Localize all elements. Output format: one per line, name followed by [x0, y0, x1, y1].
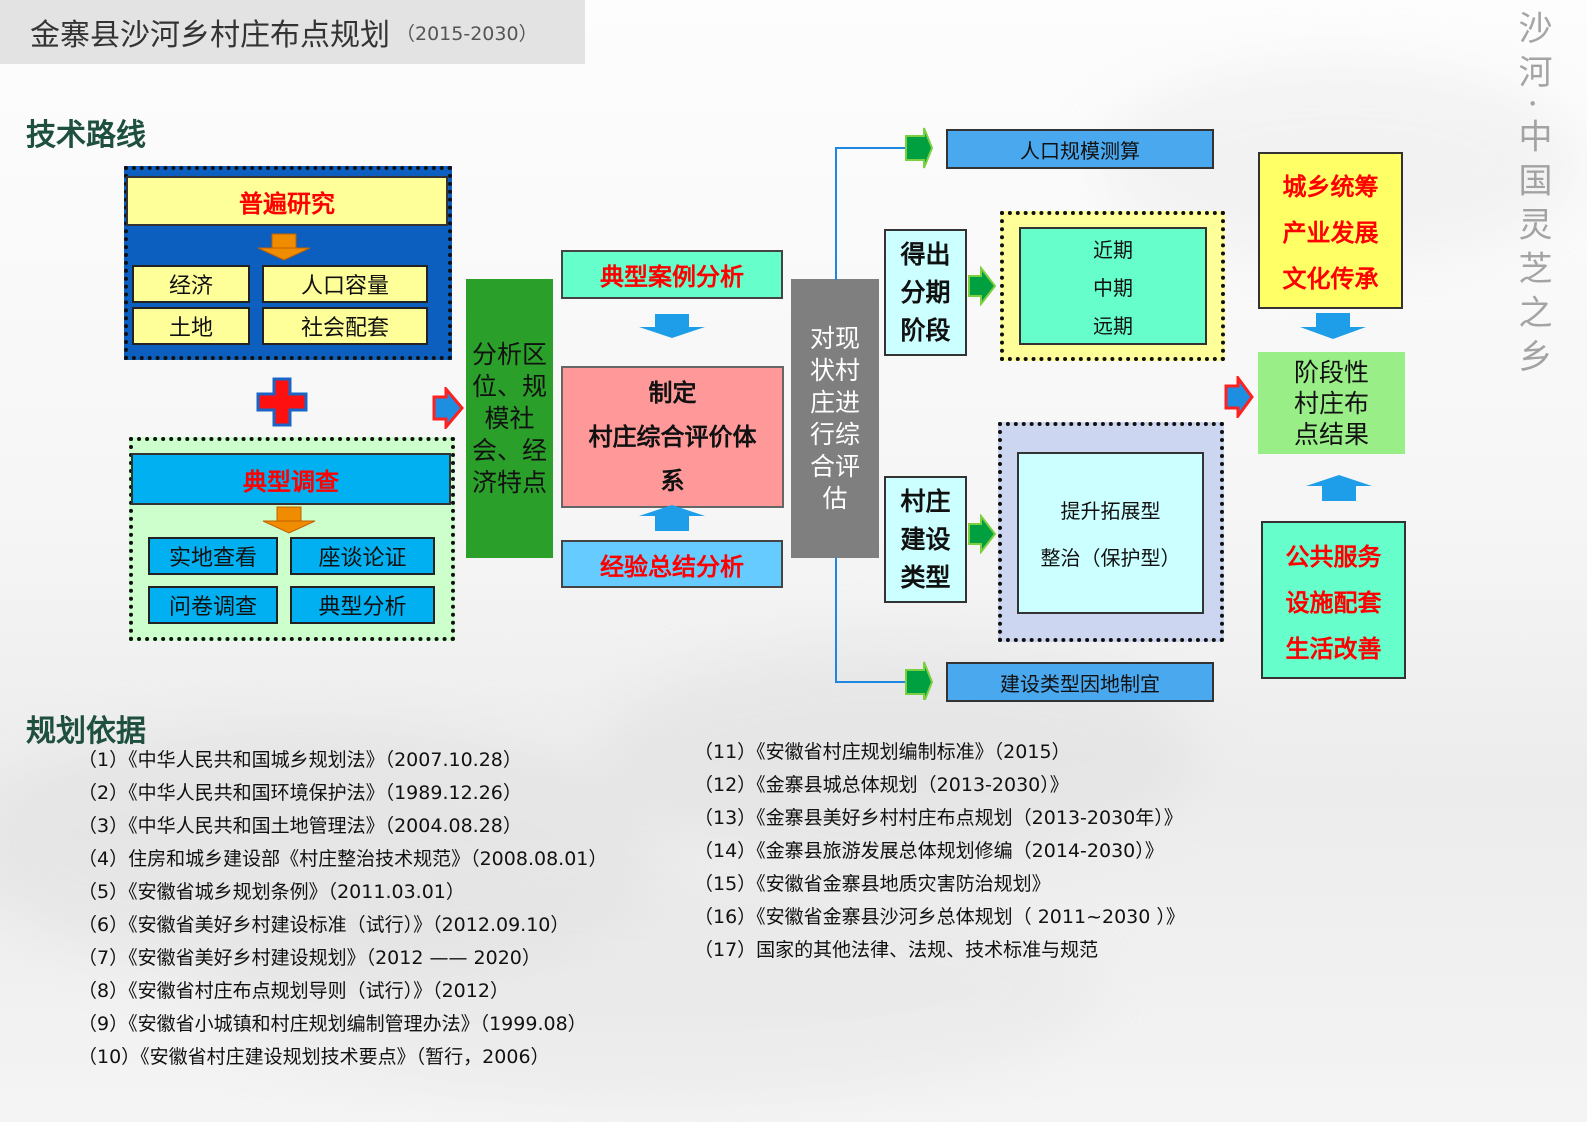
phasing-label: 得出分期阶段 — [900, 239, 951, 345]
phase-near: 近期 — [1093, 237, 1133, 262]
reference-item: （15）《安徽省金寨县地质灾害防治规划》 — [694, 873, 1051, 895]
village-types-label-box: 村庄建设类型 — [884, 476, 967, 603]
cell-questionnaire: 问卷调查 — [148, 586, 278, 624]
cell-population-capacity: 人口容量 — [262, 265, 428, 303]
reference-item: （10）《安徽省村庄建设规划技术要点》（暂行，2006） — [78, 1046, 550, 1068]
reference-item: （14）《金寨县旅游发展总体规划修编（2014-2030）》 — [694, 840, 1164, 862]
section-tech-route: 技术路线 — [26, 118, 146, 153]
assessment-column: 对现状村庄进行综合评估 — [791, 279, 879, 558]
result-text: 阶段性村庄布点结果 — [1293, 357, 1369, 449]
title-bar: 金寨县沙河乡村庄布点规划 （2015-2030） — [0, 0, 585, 64]
calligraphy-watermark: 沙河·中国灵芝之乡 — [1512, 10, 1552, 383]
general-research-title: 普遍研究 — [126, 176, 448, 226]
background-mist — [0, 720, 660, 980]
down-arrow-icon — [639, 314, 705, 338]
assessment-column-text: 对现状村庄进行综合评估 — [809, 323, 860, 513]
experience-analysis-box: 经验总结分析 — [561, 540, 783, 588]
up-arrow-icon — [1306, 475, 1372, 501]
reference-item: （2）《中华人民共和国环境保护法》（1989.12.26） — [78, 782, 522, 804]
cell-typical-analysis: 典型分析 — [290, 586, 435, 624]
goal-public-service: 公共服务 — [1285, 542, 1382, 571]
population-forecast-box: 人口规模测算 — [946, 129, 1214, 169]
up-arrow-icon — [639, 505, 705, 531]
analysis-column-text: 分析区位、规模社会、经济特点 — [472, 339, 548, 497]
reference-item: （13）《金寨县美好乡村村庄布点规划（2013-2030年）》 — [694, 807, 1183, 829]
reference-item: （6）《安徽省美好乡村建设标准（试行）》（2012.09.10） — [78, 914, 570, 936]
goal-facilities: 设施配套 — [1285, 588, 1382, 617]
village-types-label: 村庄建设类型 — [900, 486, 951, 592]
cell-site-visit: 实地查看 — [148, 537, 278, 575]
reference-item: （12）《金寨县城总体规划（2013-2030）》 — [694, 774, 1069, 796]
goal-living: 生活改善 — [1285, 634, 1382, 663]
cell-discussion: 座谈论证 — [290, 537, 435, 575]
reference-item: （17）国家的其他法律、法规、技术标准与规范 — [694, 939, 1099, 961]
reference-item: （1）《中华人民共和国城乡规划法》（2007.10.28） — [78, 749, 522, 771]
eval-system-box: 制定 村庄综合评价体系 — [561, 366, 784, 508]
right-arrow-icon — [968, 266, 997, 306]
reference-item: （9）《安徽省小城镇和村庄规划编制管理办法》（1999.08） — [78, 1013, 587, 1035]
reference-item: （16）《安徽省金寨县沙河乡总体规划（ 2011~2030 ）》 — [694, 906, 1185, 928]
cell-social-facilities: 社会配套 — [262, 307, 428, 345]
right-arrow-icon — [1224, 376, 1254, 418]
case-analysis-box: 典型案例分析 — [561, 250, 783, 299]
reference-item: （8）《安徽省村庄布点规划导则（试行）》（2012） — [78, 980, 509, 1002]
type-renovate-protect: 整治（保护型） — [1040, 546, 1181, 570]
right-arrow-icon — [968, 514, 997, 554]
goal-urban-rural: 城乡统筹 — [1282, 173, 1379, 202]
phase-mid: 中期 — [1093, 275, 1133, 300]
branch-connector — [835, 127, 934, 700]
background-mist — [200, 880, 1100, 1100]
down-arrow-icon — [262, 506, 316, 534]
down-arrow-icon — [257, 233, 311, 261]
phasing-label-box: 得出分期阶段 — [884, 229, 967, 356]
cell-economy: 经济 — [132, 265, 250, 303]
cell-land: 土地 — [132, 307, 250, 345]
phase-far: 远期 — [1093, 313, 1133, 338]
reference-item: （3）《中华人民共和国土地管理法》（2004.08.28） — [78, 815, 522, 837]
eval-system-line2: 村庄综合评价体系 — [588, 423, 757, 495]
analysis-column: 分析区位、规模社会、经济特点 — [466, 279, 553, 558]
village-types-inner: 提升拓展型 整治（保护型） — [1017, 452, 1204, 614]
page-title-years: （2015-2030） — [396, 22, 538, 45]
type-upgrade-expand: 提升拓展型 — [1060, 499, 1161, 523]
right-arrow-icon — [432, 387, 464, 429]
reference-item: （7）《安徽省美好乡村建设规划》（2012 —— 2020） — [78, 947, 541, 969]
goals-top-box: 城乡统筹 产业发展 文化传承 — [1258, 152, 1403, 309]
section-basis: 规划依据 — [26, 714, 146, 749]
typical-survey-title: 典型调查 — [131, 453, 451, 505]
goal-culture: 文化传承 — [1282, 264, 1379, 293]
reference-item: （11）《安徽省村庄规划编制标准》（2015） — [694, 741, 1071, 763]
build-type-policy-box: 建设类型因地制宜 — [946, 662, 1214, 702]
reference-item: （5）《安徽省城乡规划条例》（2011.03.01） — [78, 881, 465, 903]
eval-system-line1: 制定 — [648, 379, 697, 407]
page-title: 金寨县沙河乡村庄布点规划 — [30, 18, 390, 53]
goal-industry: 产业发展 — [1282, 218, 1379, 247]
down-arrow-icon — [1300, 313, 1366, 339]
goals-bottom-box: 公共服务 设施配套 生活改善 — [1261, 521, 1406, 679]
plus-icon — [256, 377, 308, 427]
phasing-inner: 近期 中期 远期 — [1019, 227, 1207, 345]
reference-item: （4）住房和城乡建设部《村庄整治技术规范》（2008.08.01） — [78, 848, 608, 870]
result-box: 阶段性村庄布点结果 — [1258, 352, 1405, 454]
